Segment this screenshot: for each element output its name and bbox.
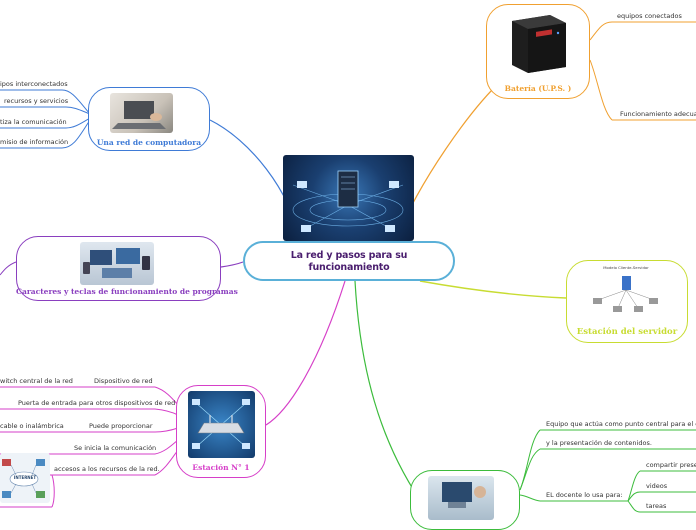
internet-label: INTERNET (13, 475, 37, 480)
bateria-leaf-1: equipos conectados (617, 12, 682, 20)
red-leaf-4: misio de información (0, 138, 69, 146)
topic-estacion-label: Estación N° 1 (192, 463, 250, 472)
ups-battery-image (504, 9, 572, 75)
connector-docente (354, 280, 421, 501)
central-title-line2: funcionamiento (308, 262, 390, 273)
estacion-leaf-3: Puerta de entrada para otros dispositivo… (18, 399, 176, 407)
central-title-line1: La red y pasos para su (290, 250, 408, 261)
internet-diagram-image: INTERNET (0, 453, 50, 503)
connector-estacion (265, 280, 346, 426)
docente-leaf-2: y la presentación de contenidos. (546, 439, 652, 447)
teacher-computer-image (428, 476, 494, 520)
estacion-leaf-1: witch central de la red (0, 377, 73, 385)
connector-servidor (419, 280, 567, 299)
topic-bateria-label: Batería (U.P.S. ) (504, 84, 572, 93)
docente-leaf-1: Equipo que actúa como punto central para… (546, 420, 696, 428)
client-server-diagram-image: Modelo Cliente-Servidor (588, 264, 664, 320)
red-leaf-3: tiza la comunicación (0, 118, 67, 126)
red-leaf-2: recursos y servicios (4, 97, 69, 105)
docente-leaf-5: videos (646, 482, 668, 490)
central-topic[interactable]: La red y pasos para su funcionamiento (243, 241, 455, 281)
docente-leaf-4: compartir present (646, 461, 696, 469)
bateria-leaf-2: Funcionamiento adecuado (620, 110, 696, 118)
diagram-title: Modelo Cliente-Servidor (603, 265, 649, 270)
estacion-leaf-5: Puede proporcionar (89, 422, 153, 430)
estacion-leaf-7: accesos a los recursos de la red. (54, 465, 160, 473)
estacion-leaf-6: Se inicia la comunicación (74, 444, 157, 452)
estacion-leaf-2: Dispositivo de red (94, 377, 153, 385)
estacion-leaf-4: cable o inalámbrica (0, 422, 64, 430)
router-network-image (188, 391, 255, 458)
topic-caracteres-label: Caracteres y teclas de funcionamiento de… (16, 287, 238, 296)
network-server-image (283, 155, 414, 241)
docente-leaf-3: EL docente lo usa para: (546, 491, 623, 499)
laptop-typing-image (110, 93, 173, 133)
red-leaf-1: ipos interconectados (0, 80, 68, 88)
docente-leaf-6: tareas (646, 502, 667, 510)
topic-servidor-label: Estación del servidor (576, 327, 678, 337)
devices-image (80, 242, 154, 285)
topic-red-label: Una red de computadora (96, 138, 202, 147)
connector-caracteres (220, 261, 244, 268)
